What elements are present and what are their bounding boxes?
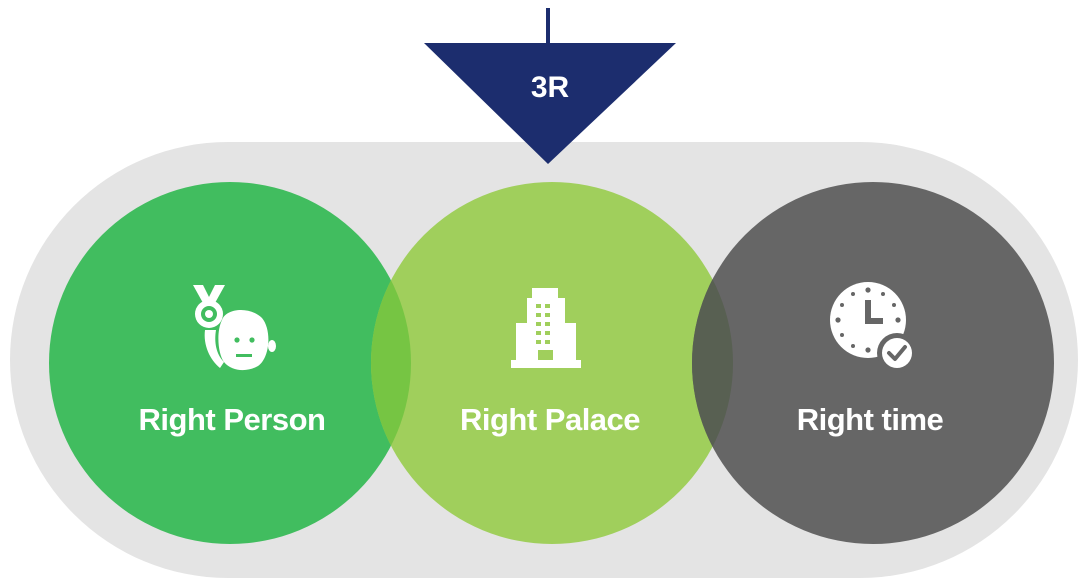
right-place-label: Right Palace (459, 402, 641, 437)
right-time-circle (692, 182, 1054, 544)
clock-check-icon (830, 282, 917, 373)
building-icon (511, 288, 581, 368)
pointer-triangle (424, 43, 676, 164)
right-time-label: Right time (796, 402, 944, 437)
doctor-face-icon (193, 285, 276, 371)
right-person-label: Right Person (138, 402, 326, 437)
header-3r-label: 3R (530, 71, 570, 104)
